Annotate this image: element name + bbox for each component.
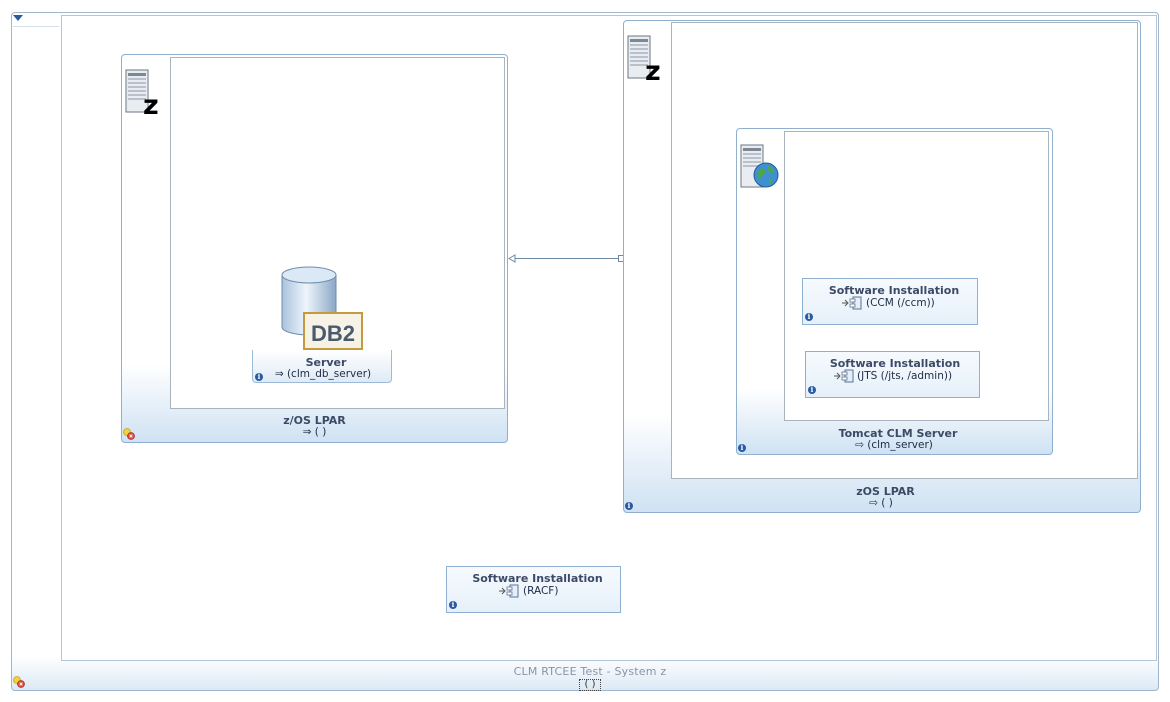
zos-lpar-left-subtitle: ⇒ ( ) [302,426,327,438]
software-component-icon [834,369,854,383]
zos-server-icon: z [125,69,159,116]
software-installation-subtitle: (RACF) [523,585,559,597]
software-installation-ccm[interactable] [802,278,978,325]
info-icon[interactable]: i [449,601,457,609]
info-icon[interactable]: i [808,386,816,394]
tomcat-subtitle: ⇨ (clm_server) [855,439,933,451]
software-component-icon [499,584,519,598]
db-server-subtitle: ⇒ (clm_db_server) [274,368,372,380]
software-installation-subtitle: (CCM (/ccm)) [866,297,935,309]
svg-text:z: z [143,90,159,116]
software-installation-jts[interactable] [805,351,980,398]
web-server-icon [740,144,779,188]
db2-database-icon: DB2 [281,266,363,350]
system-title: CLM RTCEE Test - System z [513,665,667,678]
zos-lpar-left-title: z/OS LPAR [283,414,346,427]
db2-logo-text: DB2 [311,321,355,346]
info-icon[interactable]: i [738,444,746,452]
software-installation-title: Software Installation [828,284,960,297]
software-component-icon [842,296,862,310]
db-server-node[interactable] [252,350,392,383]
info-icon[interactable]: i [805,313,813,321]
status-warning-icon [13,676,25,688]
software-installation-title: Software Installation [829,357,961,370]
divider [13,26,59,27]
system-subtitle: ( ) [579,679,601,691]
info-icon[interactable]: i [625,502,633,510]
software-installation-title: Software Installation [472,572,603,585]
connection-line[interactable] [513,258,621,259]
status-warning-icon [123,428,135,440]
zos-lpar-right-title: zOS LPAR [856,485,915,498]
db-server-title: Server [305,356,347,369]
zos-server-icon: z [627,35,661,82]
collapse-toggle-icon[interactable] [13,15,23,21]
info-icon[interactable]: i [255,373,263,381]
svg-text:z: z [645,56,661,82]
zos-lpar-right-subtitle: ⇨ ( ) [869,497,893,509]
connector-arrow-icon [508,254,516,263]
software-installation-subtitle: (JTS (/jts, /admin)) [857,370,953,382]
tomcat-title: Tomcat CLM Server [838,427,958,440]
software-installation-racf[interactable] [446,566,621,613]
